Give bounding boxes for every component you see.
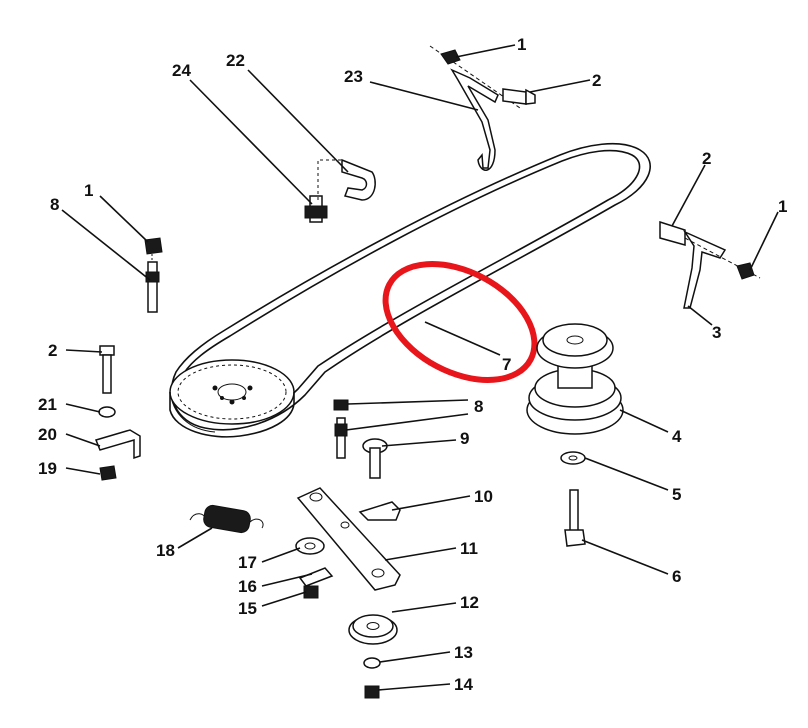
callout-15: 15 (238, 599, 257, 618)
callout-2-left: 2 (48, 341, 57, 360)
highlight-circle (382, 261, 538, 383)
callout-8-center: 8 (474, 397, 483, 416)
callout-12: 12 (460, 593, 479, 612)
callout-5: 5 (672, 485, 681, 504)
belt-guide-3 (659, 220, 761, 309)
callout-1-top: 1 (517, 35, 526, 54)
callout-7: 7 (502, 355, 511, 374)
callout-24: 24 (172, 61, 191, 80)
callout-1-right: 1 (778, 197, 787, 216)
idler-pulley-12 (348, 614, 398, 699)
bolt-8-left (144, 237, 163, 313)
callout-21: 21 (38, 395, 57, 414)
belt-guide-23 (429, 45, 536, 171)
leader-lines (61, 44, 779, 691)
left-hardware (94, 345, 141, 481)
callout-22: 22 (226, 51, 245, 70)
callout-4: 4 (672, 427, 682, 446)
main-pulley (169, 359, 295, 438)
bolt-24-guide-22 (304, 158, 376, 223)
idler-arm (296, 487, 401, 591)
bolt-9 (362, 438, 388, 479)
callout-1-left: 1 (84, 181, 93, 200)
deck-pulley-4 (526, 323, 624, 547)
callout-17: 17 (238, 553, 257, 572)
callout-10: 10 (474, 487, 493, 506)
callout-6: 6 (672, 567, 681, 586)
callout-20: 20 (38, 425, 57, 444)
callout-19: 19 (38, 459, 57, 478)
spring-18 (189, 504, 264, 534)
callout-3: 3 (712, 323, 721, 342)
bolt-8-center (333, 399, 349, 459)
callout-23: 23 (344, 67, 363, 86)
callout-14: 14 (454, 675, 473, 694)
callout-2-right: 2 (702, 149, 711, 168)
callout-11: 11 (460, 539, 478, 558)
callout-8-left: 8 (50, 195, 59, 214)
callout-16: 16 (238, 577, 257, 596)
idler-hardware (295, 537, 334, 599)
callout-2-top: 2 (592, 71, 601, 90)
callout-18: 18 (156, 541, 175, 560)
callouts: 1 2 23 24 22 2 1 8 1 3 7 2 21 20 19 8 9 … (38, 35, 787, 694)
callout-9: 9 (460, 429, 469, 448)
callout-13: 13 (454, 643, 473, 662)
